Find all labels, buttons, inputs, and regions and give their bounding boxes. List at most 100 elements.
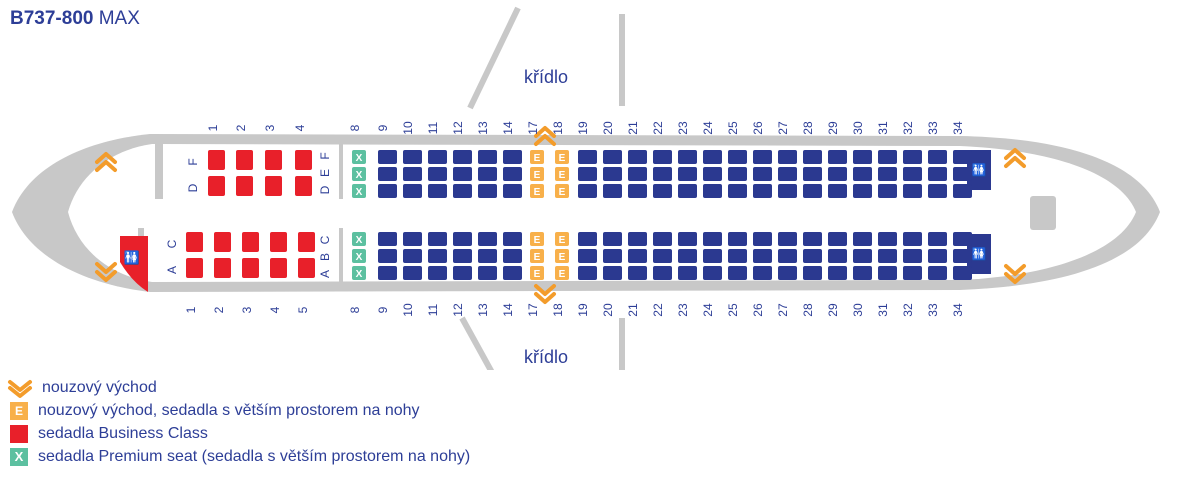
economy-seat-31-bottom2[interactable] xyxy=(878,266,897,280)
economy-seat-27-bottom2[interactable] xyxy=(778,266,797,280)
economy-seat-34-bottom2[interactable] xyxy=(953,266,972,280)
economy-seat-33-bottom0[interactable] xyxy=(928,232,947,246)
business-seat-F3[interactable] xyxy=(265,150,282,170)
economy-seat-29-top0[interactable] xyxy=(828,150,847,164)
economy-seat-34-top1[interactable] xyxy=(953,167,972,181)
economy-seat-22-top1[interactable] xyxy=(653,167,672,181)
economy-seat-31-bottom0[interactable] xyxy=(878,232,897,246)
economy-seat-13-top1[interactable] xyxy=(478,167,497,181)
economy-seat-29-bottom1[interactable] xyxy=(828,249,847,263)
economy-seat-24-bottom1[interactable] xyxy=(703,249,722,263)
economy-seat-25-bottom1[interactable] xyxy=(728,249,747,263)
economy-seat-22-top2[interactable] xyxy=(653,184,672,198)
economy-seat-14-bottom2[interactable] xyxy=(503,266,522,280)
economy-seat-19-top2[interactable] xyxy=(578,184,597,198)
business-seat-C5[interactable] xyxy=(298,232,315,252)
economy-seat-26-bottom2[interactable] xyxy=(753,266,772,280)
economy-seat-11-bottom2[interactable] xyxy=(428,266,447,280)
economy-seat-13-top0[interactable] xyxy=(478,150,497,164)
exit-row-seat-18-bottom1[interactable]: E xyxy=(555,249,569,263)
economy-seat-33-bottom1[interactable] xyxy=(928,249,947,263)
economy-seat-29-top1[interactable] xyxy=(828,167,847,181)
business-seat-C1[interactable] xyxy=(186,232,203,252)
economy-seat-26-top0[interactable] xyxy=(753,150,772,164)
economy-seat-21-bottom2[interactable] xyxy=(628,266,647,280)
economy-seat-14-bottom1[interactable] xyxy=(503,249,522,263)
economy-seat-12-top0[interactable] xyxy=(453,150,472,164)
business-seat-A1[interactable] xyxy=(186,258,203,278)
economy-seat-13-bottom2[interactable] xyxy=(478,266,497,280)
economy-seat-29-bottom0[interactable] xyxy=(828,232,847,246)
economy-seat-26-bottom0[interactable] xyxy=(753,232,772,246)
economy-seat-20-top2[interactable] xyxy=(603,184,622,198)
economy-seat-20-top0[interactable] xyxy=(603,150,622,164)
economy-seat-23-bottom2[interactable] xyxy=(678,266,697,280)
economy-seat-24-top0[interactable] xyxy=(703,150,722,164)
premium-seat-8-top0[interactable]: X xyxy=(352,150,366,164)
economy-seat-20-top1[interactable] xyxy=(603,167,622,181)
economy-seat-28-top2[interactable] xyxy=(803,184,822,198)
economy-seat-24-top2[interactable] xyxy=(703,184,722,198)
economy-seat-33-top1[interactable] xyxy=(928,167,947,181)
economy-seat-30-bottom0[interactable] xyxy=(853,232,872,246)
economy-seat-25-bottom0[interactable] xyxy=(728,232,747,246)
economy-seat-23-top0[interactable] xyxy=(678,150,697,164)
economy-seat-31-top2[interactable] xyxy=(878,184,897,198)
premium-seat-8-bottom0[interactable]: X xyxy=(352,232,366,246)
economy-seat-24-top1[interactable] xyxy=(703,167,722,181)
exit-row-seat-18-bottom0[interactable]: E xyxy=(555,232,569,246)
economy-seat-32-top1[interactable] xyxy=(903,167,922,181)
economy-seat-20-bottom2[interactable] xyxy=(603,266,622,280)
economy-seat-11-bottom1[interactable] xyxy=(428,249,447,263)
business-seat-D4[interactable] xyxy=(295,176,312,196)
economy-seat-21-bottom1[interactable] xyxy=(628,249,647,263)
economy-seat-25-bottom2[interactable] xyxy=(728,266,747,280)
economy-seat-11-top2[interactable] xyxy=(428,184,447,198)
economy-seat-27-bottom1[interactable] xyxy=(778,249,797,263)
economy-seat-24-bottom0[interactable] xyxy=(703,232,722,246)
economy-seat-14-top2[interactable] xyxy=(503,184,522,198)
economy-seat-31-top0[interactable] xyxy=(878,150,897,164)
economy-seat-25-top0[interactable] xyxy=(728,150,747,164)
economy-seat-21-top1[interactable] xyxy=(628,167,647,181)
economy-seat-34-top2[interactable] xyxy=(953,184,972,198)
economy-seat-14-bottom0[interactable] xyxy=(503,232,522,246)
economy-seat-33-top2[interactable] xyxy=(928,184,947,198)
exit-row-seat-17-bottom1[interactable]: E xyxy=(530,249,544,263)
economy-seat-19-top0[interactable] xyxy=(578,150,597,164)
economy-seat-32-bottom0[interactable] xyxy=(903,232,922,246)
economy-seat-22-bottom0[interactable] xyxy=(653,232,672,246)
business-seat-C3[interactable] xyxy=(242,232,259,252)
exit-row-seat-18-top1[interactable]: E xyxy=(555,167,569,181)
economy-seat-28-top1[interactable] xyxy=(803,167,822,181)
economy-seat-9-top2[interactable] xyxy=(378,184,397,198)
business-seat-F1[interactable] xyxy=(208,150,225,170)
business-seat-C2[interactable] xyxy=(214,232,231,252)
economy-seat-34-bottom1[interactable] xyxy=(953,249,972,263)
economy-seat-25-top1[interactable] xyxy=(728,167,747,181)
economy-seat-28-top0[interactable] xyxy=(803,150,822,164)
economy-seat-34-bottom0[interactable] xyxy=(953,232,972,246)
business-seat-D1[interactable] xyxy=(208,176,225,196)
economy-seat-19-bottom1[interactable] xyxy=(578,249,597,263)
economy-seat-22-bottom1[interactable] xyxy=(653,249,672,263)
exit-row-seat-17-top1[interactable]: E xyxy=(530,167,544,181)
economy-seat-23-bottom0[interactable] xyxy=(678,232,697,246)
economy-seat-32-top2[interactable] xyxy=(903,184,922,198)
economy-seat-32-bottom2[interactable] xyxy=(903,266,922,280)
economy-seat-11-top0[interactable] xyxy=(428,150,447,164)
economy-seat-23-top2[interactable] xyxy=(678,184,697,198)
economy-seat-28-bottom0[interactable] xyxy=(803,232,822,246)
economy-seat-33-bottom2[interactable] xyxy=(928,266,947,280)
business-seat-A3[interactable] xyxy=(242,258,259,278)
economy-seat-10-top0[interactable] xyxy=(403,150,422,164)
premium-seat-8-top1[interactable]: X xyxy=(352,167,366,181)
economy-seat-10-bottom0[interactable] xyxy=(403,232,422,246)
premium-seat-8-bottom1[interactable]: X xyxy=(352,249,366,263)
economy-seat-19-top1[interactable] xyxy=(578,167,597,181)
business-seat-A2[interactable] xyxy=(214,258,231,278)
economy-seat-23-top1[interactable] xyxy=(678,167,697,181)
exit-row-seat-17-top2[interactable]: E xyxy=(530,184,544,198)
business-seat-F2[interactable] xyxy=(236,150,253,170)
economy-seat-9-bottom1[interactable] xyxy=(378,249,397,263)
